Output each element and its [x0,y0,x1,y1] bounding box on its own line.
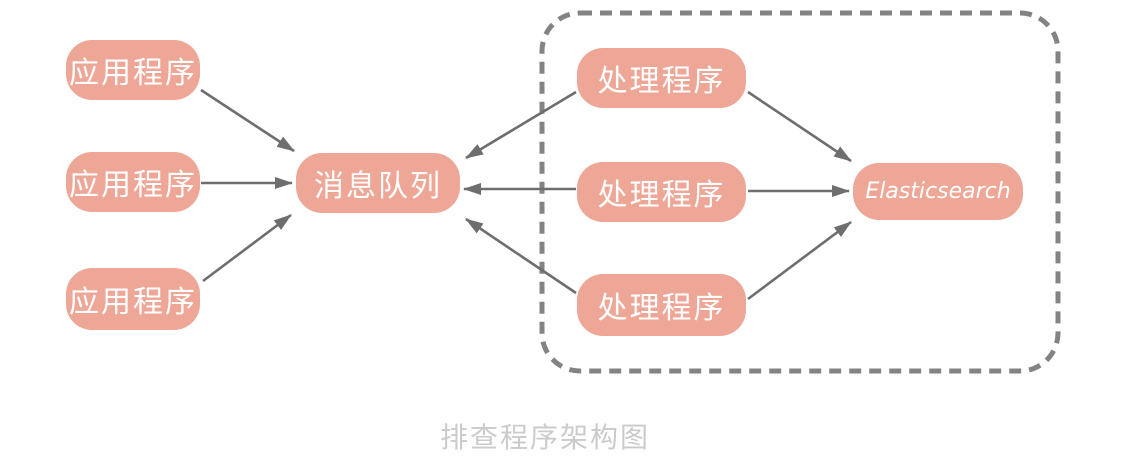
node-message-queue: 消息队列 [296,153,460,213]
node-label: 处理程序 [597,291,726,326]
node-label: 应用程序 [69,285,197,320]
arrow-processor-3-to-elasticsearch [747,220,852,301]
node-label: Elasticsearch [865,179,1011,204]
diagram-caption: 排查程序架构图 [439,421,650,454]
arrow-application-3-to-message-queue [202,213,292,283]
node-application-3: 应用程序 [66,268,200,330]
arrow-processor-3-to-message-queue [465,217,577,295]
arrow-application-1-to-message-queue [200,88,295,153]
node-processor-1: 处理程序 [577,48,746,108]
processor-group-dashed-border [539,10,1061,374]
arrow-processor-1-to-elasticsearch [747,90,852,163]
arrow-processor-1-to-message-queue [465,90,577,160]
node-application-1: 应用程序 [66,40,200,100]
node-processor-2: 处理程序 [577,162,746,222]
node-label: 处理程序 [597,64,726,99]
node-processor-3: 处理程序 [577,274,746,336]
node-label: 处理程序 [597,178,726,213]
node-label: 应用程序 [69,56,197,91]
node-label: 消息队列 [314,169,442,204]
node-application-2: 应用程序 [66,152,200,212]
node-label: 应用程序 [69,168,197,203]
node-elasticsearch: Elasticsearch [853,163,1023,220]
